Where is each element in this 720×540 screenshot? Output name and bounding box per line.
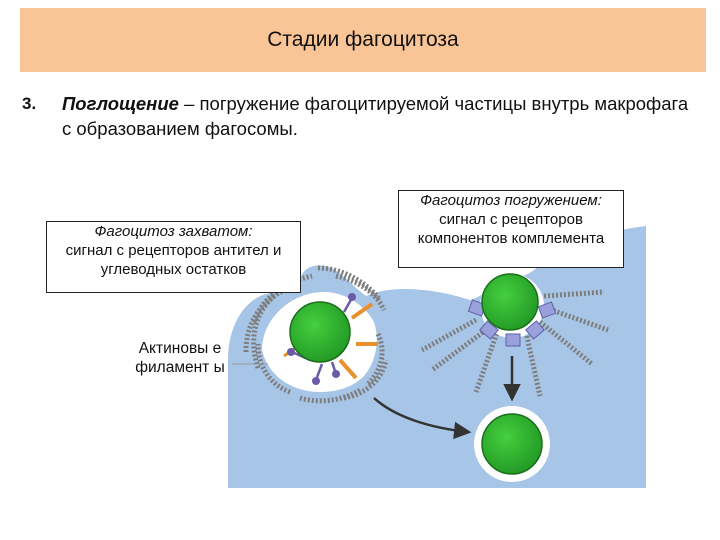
stage-definition: – погружение фагоцитируемой частицы внут… <box>62 93 689 139</box>
particle-right <box>481 273 539 331</box>
capture-box-text: сигнал с рецепторов антител и углеводных… <box>65 242 282 278</box>
sinking-box-title: Фагоцитоз погружением: <box>420 192 602 209</box>
stage-term: Поглощение <box>62 93 179 114</box>
title-banner: Стадии фагоцитоза <box>20 8 706 72</box>
actin-filaments-right <box>420 289 609 397</box>
sinking-box-text: сигнал с рецепторов компонентов комплеме… <box>417 211 605 247</box>
page-title: Стадии фагоцитоза <box>267 28 459 51</box>
sinking-phagocytosis-box: Фагоцитоз погружением: сигнал с рецептор… <box>398 190 624 268</box>
particle-left <box>289 301 351 363</box>
arrow-curved <box>373 397 472 440</box>
stage-text: Поглощение – погружение фагоцитируемой ч… <box>62 91 702 141</box>
capture-box-title: Фагоцитоз захватом: <box>94 223 253 240</box>
receptors-right <box>467 299 557 347</box>
phagosome-particle <box>481 413 543 475</box>
stage-number: 3. <box>22 94 37 113</box>
actin-filaments-label: Актиновы е филамент ы <box>135 340 225 376</box>
capture-phagocytosis-box: Фагоцитоз захватом: сигнал с рецепторов … <box>46 221 301 293</box>
